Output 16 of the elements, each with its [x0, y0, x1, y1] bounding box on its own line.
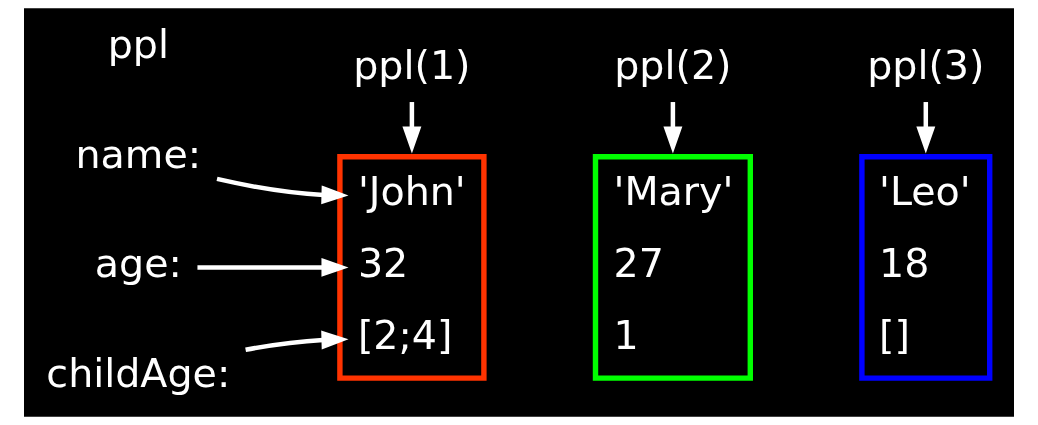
- node-text: ppl(2): [614, 42, 732, 89]
- arrow: [197, 257, 349, 277]
- node-box: 'Leo' 18 []: [859, 154, 993, 381]
- arrow: [245, 330, 349, 353]
- arrow: [402, 102, 422, 154]
- label: ppl: [107, 20, 169, 67]
- arrow: [663, 102, 683, 154]
- arrow: [216, 176, 349, 205]
- node-text: ppl(1): [353, 42, 471, 89]
- arrow: [916, 102, 936, 154]
- node-text: name:: [75, 130, 202, 177]
- node-box: 'Mary' 27 1: [592, 154, 753, 381]
- node-text: age:: [94, 240, 182, 287]
- node-box: 'John' 32 [2;4]: [337, 154, 487, 381]
- node-text: childAge:: [46, 350, 231, 397]
- node-text: ppl(3): [867, 42, 985, 89]
